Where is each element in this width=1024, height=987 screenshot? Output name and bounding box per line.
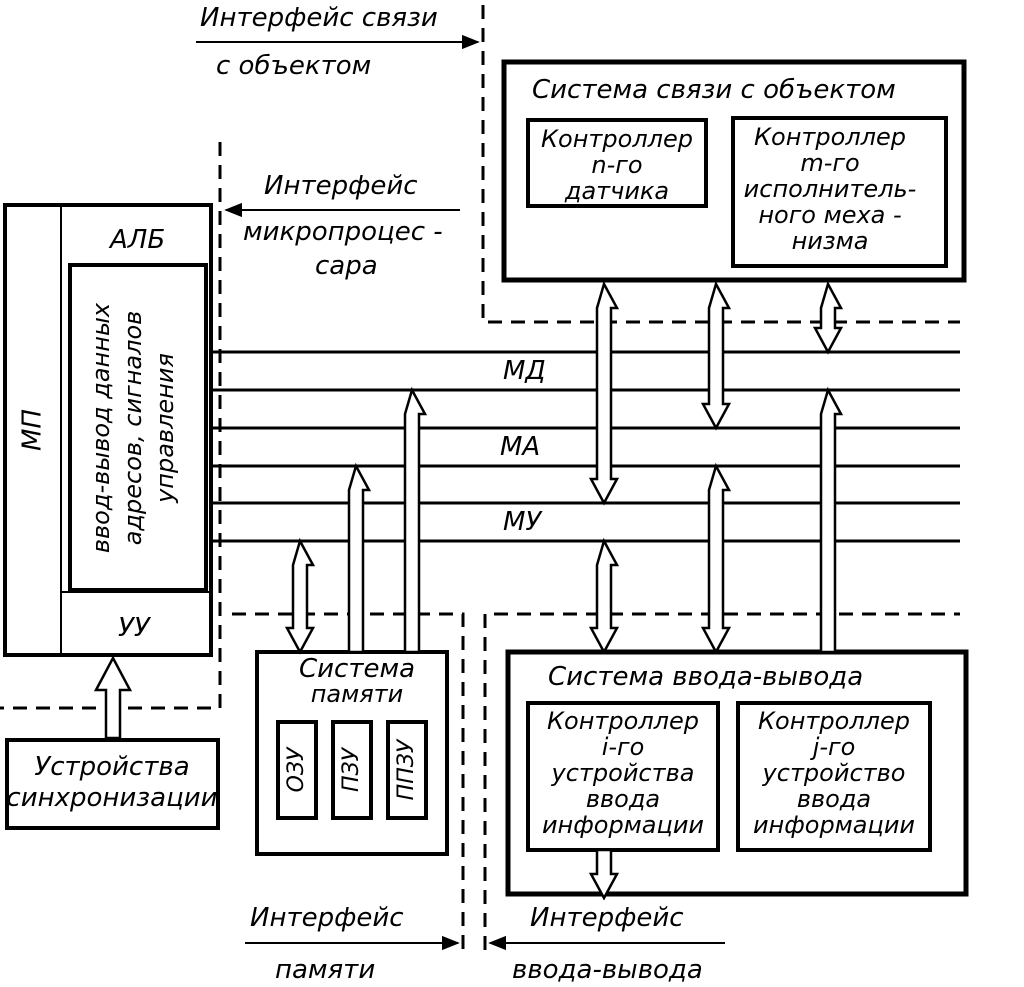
sync-device-outline xyxy=(5,738,220,830)
sensor-controller-box xyxy=(526,118,708,208)
prom-box xyxy=(386,720,428,820)
io-controller-j-line-4: ввода xyxy=(797,785,871,813)
interface-object-label-2: с объектом xyxy=(216,51,371,81)
memory-to-data-arrow xyxy=(403,386,428,654)
actuator-controller-line-2: m-го xyxy=(800,149,859,177)
io-controller-i-line-3: устройства xyxy=(551,759,695,787)
io-output-arrow xyxy=(588,848,620,901)
io-block-line-3: управления xyxy=(151,353,179,504)
memory-system: Система памяти ОЗУ ПЗУ ППЗУ xyxy=(255,650,449,856)
bus-connection-arrows xyxy=(284,280,844,901)
rom-box xyxy=(331,720,373,820)
actuator-to-data-arrow xyxy=(700,280,732,431)
sync-to-mp-arrow xyxy=(93,655,133,740)
io-to-control-arrow xyxy=(588,537,620,655)
object-system-title: Система связи с объектом xyxy=(532,75,896,105)
memory-to-control-arrow xyxy=(284,537,316,655)
interface-io-label-2: ввода-вывода xyxy=(512,955,703,985)
io-controller-i-line-1: Контроллер xyxy=(547,707,699,735)
microprocessor-outline xyxy=(3,203,213,657)
interface-object-link: Интерфейс связи с объектом xyxy=(196,3,480,81)
microprocessor-interface-boundary xyxy=(0,142,222,710)
interface-mp-label-3: сара xyxy=(315,251,378,281)
io-controller-i-line-5: информации xyxy=(542,811,704,839)
io-to-address-arrow xyxy=(700,462,732,655)
mp-label: МП xyxy=(18,409,48,451)
io-controller-j-line-2: j-го xyxy=(810,733,856,761)
io-block-text: ввод-вывод данных адресов, сигналов упра… xyxy=(87,302,179,553)
address-bus-label: МА xyxy=(500,432,540,462)
interface-memory: Интерфейс памяти xyxy=(245,903,460,985)
io-block-outline xyxy=(68,263,208,592)
sensor-controller-line-1: Контроллер xyxy=(541,125,693,153)
ram-box xyxy=(276,720,318,820)
io-controller-i-line-4: ввода xyxy=(586,785,660,813)
memory-title-line-2: памяти xyxy=(311,680,404,708)
object-to-data-arrow xyxy=(812,280,844,355)
prom-label: ППЗУ xyxy=(394,738,419,800)
sync-device-label-1: Устройства xyxy=(34,752,189,782)
object-link-system: Система связи с объектом Контроллер n-го… xyxy=(501,59,967,283)
memory-to-address-arrow xyxy=(347,462,372,654)
microprocessor-block: МП АЛБ ввод-вывод данных адресов, сигнал… xyxy=(3,203,213,657)
io-block-line-1: ввод-вывод данных xyxy=(87,302,115,553)
interface-object-label-1: Интерфейс связи xyxy=(200,3,438,33)
io-controller-j-line-1: Контроллер xyxy=(758,707,910,735)
memory-title-backdrop xyxy=(293,656,419,708)
actuator-controller-line-5: низма xyxy=(792,227,869,255)
io-controller-j-line-5: информации xyxy=(753,811,915,839)
actuator-controller-line-3: исполнитель- xyxy=(744,175,917,203)
system-buses: МД МА МУ xyxy=(210,350,960,543)
interface-mp-label-2: микропроцес - xyxy=(243,217,443,247)
io-system-outline xyxy=(505,649,969,897)
object-system-outline xyxy=(501,59,967,283)
control-unit-label: УУ xyxy=(118,613,152,643)
memory-title-line-1: Система xyxy=(299,654,415,684)
actuator-controller-line-4: ного меха - xyxy=(758,201,901,229)
io-interface-boundary xyxy=(483,612,960,950)
sensor-controller-line-3: датчика xyxy=(564,177,669,205)
io-controller-j-box xyxy=(736,701,932,852)
sensor-controller-line-2: n-го xyxy=(591,151,642,179)
sync-device-block: Устройства синхронизации xyxy=(5,655,220,830)
io-system: Система ввода-вывода Контроллер i-го уст… xyxy=(505,649,969,897)
interface-io-label-1: Интерфейс xyxy=(530,903,684,933)
interface-io: Интерфейс ввода-вывода xyxy=(488,903,725,985)
interface-microprocessor: Интерфейс микропроцес - сара xyxy=(224,171,460,281)
control-bus-label: МУ xyxy=(503,507,543,537)
interface-mp-label-1: Интерфейс xyxy=(264,171,418,201)
interface-boundaries xyxy=(0,5,960,950)
rom-label: ПЗУ xyxy=(339,746,364,792)
actuator-controller-box xyxy=(731,116,948,268)
data-bus-label: МД xyxy=(503,356,546,386)
io-to-data-arrow xyxy=(819,386,844,654)
interface-memory-label-1: Интерфейс xyxy=(250,903,404,933)
actuator-controller-line-1: Контроллер xyxy=(754,123,906,151)
memory-interface-boundary xyxy=(232,612,465,950)
sensor-to-data-address-arrow xyxy=(588,280,620,506)
io-controller-i-line-2: i-го xyxy=(602,733,645,761)
ram-label: ОЗУ xyxy=(284,746,309,792)
object-interface-boundary xyxy=(481,5,960,324)
sync-device-label-2: синхронизации xyxy=(6,783,217,813)
io-controller-i-box xyxy=(526,701,720,852)
io-block-line-2: адресов, сигналов xyxy=(119,311,147,546)
io-controller-j-line-3: устройство xyxy=(762,759,906,787)
io-system-title: Система ввода-вывода xyxy=(548,662,863,692)
interface-memory-label-2: памяти xyxy=(275,955,375,985)
alu-label: АЛБ xyxy=(108,225,165,255)
